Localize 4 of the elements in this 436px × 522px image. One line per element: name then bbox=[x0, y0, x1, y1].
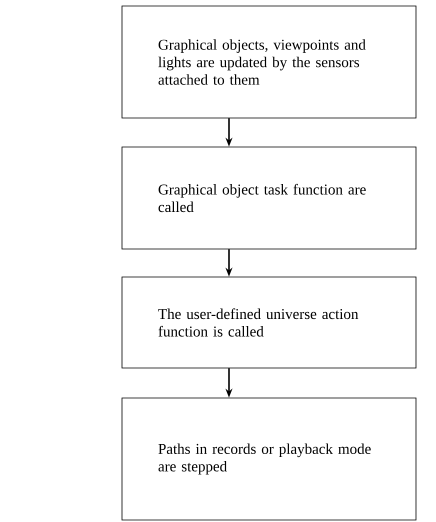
process-box: The user-defined universe action function is called bbox=[122, 276, 416, 368]
process-box: Paths in records or playback mode are stepped bbox=[122, 398, 416, 520]
process-box: Graphical object task function are called bbox=[122, 146, 416, 250]
process-box: Graphical objects, viewpoints and lights are updated by the sensors attached to them bbox=[122, 6, 416, 118]
